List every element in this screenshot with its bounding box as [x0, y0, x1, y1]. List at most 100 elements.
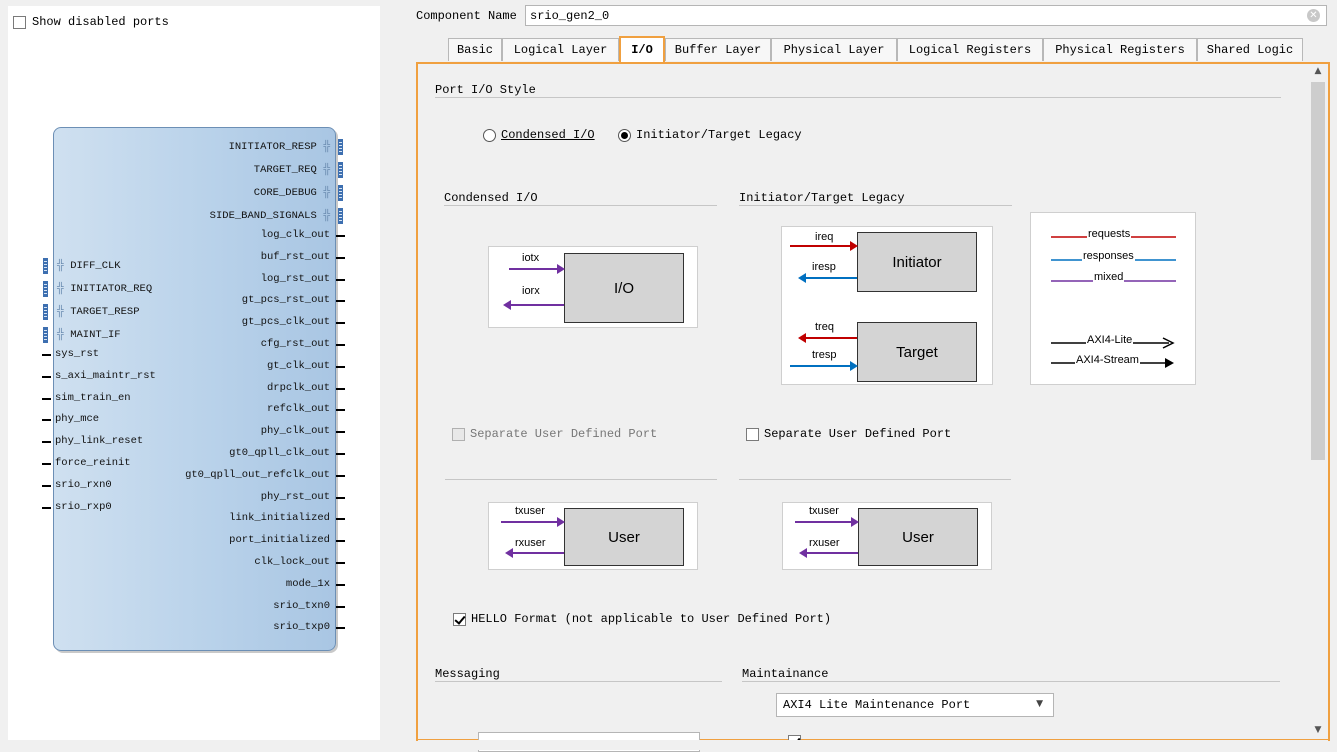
show-disabled-ports-checkbox[interactable] [13, 16, 26, 29]
port-label: log_rst_out [261, 273, 330, 285]
port-pin [336, 562, 345, 564]
bus-connector-icon [338, 162, 343, 178]
tab-io[interactable]: I/O [619, 36, 665, 62]
circle-x-icon[interactable]: ✕ [1307, 9, 1320, 22]
maintainance-title: Maintainance [742, 667, 828, 681]
port-pin [336, 540, 345, 542]
condensed-io-title: Condensed I/O [444, 191, 538, 205]
port-label: drpclk_out [267, 382, 330, 394]
tab-logical-registers[interactable]: Logical Registers [897, 38, 1043, 61]
content-clip [418, 740, 1328, 750]
maintenance-port-select-value: AXI4 Lite Maintenance Port [783, 698, 970, 712]
io-arrows [489, 247, 699, 329]
port-label: ╬ INITIATOR_REQ [57, 283, 152, 295]
port-label: log_clk_out [261, 229, 330, 241]
port-pin [336, 431, 345, 433]
scrollbar-thumb[interactable] [1311, 82, 1325, 460]
port-label: phy_link_reset [55, 435, 143, 447]
legend-axi4-stream: AXI4-Stream [1075, 354, 1140, 366]
radio-condensed-io-button[interactable] [483, 129, 496, 142]
io-tab-content [416, 62, 1330, 741]
chevron-down-icon[interactable]: ▼ [1312, 725, 1324, 735]
hello-format-checkbox[interactable] [453, 613, 466, 626]
tab-physical-registers[interactable]: Physical Registers [1043, 38, 1197, 61]
port-pin [42, 485, 51, 487]
port-name: INITIATOR_RESP [229, 141, 317, 153]
bus-expand-icon: ╬ [317, 187, 330, 199]
bus-connector-icon [338, 208, 343, 224]
show-disabled-ports-row[interactable]: Show disabled ports [13, 14, 169, 30]
messaging-title: Messaging [435, 667, 500, 681]
separate-user-port[interactable]: Separate User Defined Port [746, 427, 951, 441]
triangle-down-icon: ▼ [1036, 699, 1043, 709]
tab-physical-layer[interactable]: Physical Layer [771, 38, 897, 61]
legacy-title: Initiator/Target Legacy [739, 191, 905, 205]
port-pin [336, 518, 345, 520]
port-io-style-title: Port I/O Style [435, 83, 536, 97]
port-pin [336, 235, 345, 237]
port-pin [336, 322, 345, 324]
port-label: srio_rxn0 [55, 479, 112, 491]
tab-shared-logic[interactable]: Shared Logic [1197, 38, 1303, 61]
component-name-label: Component Name [416, 9, 517, 23]
separate-user-port-checkbox[interactable] [746, 428, 759, 441]
port-pin [42, 354, 51, 356]
port-pin [336, 606, 345, 608]
port-pin [336, 584, 345, 586]
maintenance-port-select[interactable]: AXI4 Lite Maintenance Port ▼ [776, 693, 1054, 717]
legend-responses: responses [1082, 250, 1135, 262]
port-pin [336, 344, 345, 346]
port-label: gt0_qpll_out_refclk_out [185, 469, 330, 481]
section-divider [739, 479, 1011, 480]
tab-buffer-layer[interactable]: Buffer Layer [665, 38, 771, 61]
tab-logical-layer[interactable]: Logical Layer [502, 38, 619, 61]
port-label: force_reinit [55, 457, 131, 469]
section-divider [739, 205, 1012, 206]
tab-basic[interactable]: Basic [448, 38, 502, 61]
port-pin [336, 453, 345, 455]
port-name: SIDE_BAND_SIGNALS [210, 210, 317, 222]
section-divider [742, 681, 1280, 682]
port-label: sys_rst [55, 348, 99, 360]
port-label: srio_rxp0 [55, 501, 112, 513]
radio-initiator-target-legacy[interactable]: Initiator/Target Legacy [618, 128, 802, 142]
port-pin [42, 398, 51, 400]
hello-format-label: HELLO Format (not applicable to User Def… [471, 612, 831, 626]
radio-initiator-target-button[interactable] [618, 129, 631, 142]
port-label: sim_train_en [55, 392, 131, 404]
port-label: ╬ TARGET_RESP [57, 306, 140, 318]
port-name: CORE_DEBUG [254, 187, 317, 199]
bus-expand-icon: ╬ [317, 164, 330, 176]
port-name: DIFF_CLK [70, 260, 120, 272]
user-arrows [489, 503, 699, 571]
port-pin [336, 388, 345, 390]
port-pin [336, 475, 345, 477]
section-divider [444, 205, 717, 206]
radio-initiator-target-label: Initiator/Target Legacy [636, 128, 802, 142]
user-arrows [783, 503, 993, 571]
port-label: ╬ DIFF_CLK [57, 260, 121, 272]
port-pin [336, 409, 345, 411]
port-name: TARGET_REQ [254, 164, 317, 176]
component-name-input[interactable] [525, 5, 1327, 26]
port-pin [42, 441, 51, 443]
port-label: port_initialized [229, 534, 330, 546]
port-label: srio_txp0 [273, 621, 330, 633]
condensed-io-diagram: I/O iotx iorx [488, 246, 698, 328]
port-label: buf_rst_out [261, 251, 330, 263]
bus-connector-icon [43, 304, 48, 320]
port-label: phy_rst_out [261, 491, 330, 503]
hello-format[interactable]: HELLO Format (not applicable to User Def… [453, 612, 831, 626]
bus-expand-icon: ╬ [57, 260, 70, 272]
bus-expand-icon: ╬ [57, 306, 70, 318]
port-label: refclk_out [267, 403, 330, 415]
bus-expand-icon: ╬ [317, 141, 330, 153]
radio-condensed-io[interactable]: Condensed I/O [483, 128, 595, 142]
bus-expand-icon: ╬ [57, 329, 70, 341]
port-label: INITIATOR_RESP ╬ [229, 141, 330, 153]
bus-connector-icon [43, 258, 48, 274]
chevron-up-icon[interactable]: ▲ [1312, 66, 1324, 76]
port-name: INITIATOR_REQ [70, 283, 152, 295]
port-label: gt_pcs_rst_out [242, 294, 330, 306]
port-label: cfg_rst_out [261, 338, 330, 350]
